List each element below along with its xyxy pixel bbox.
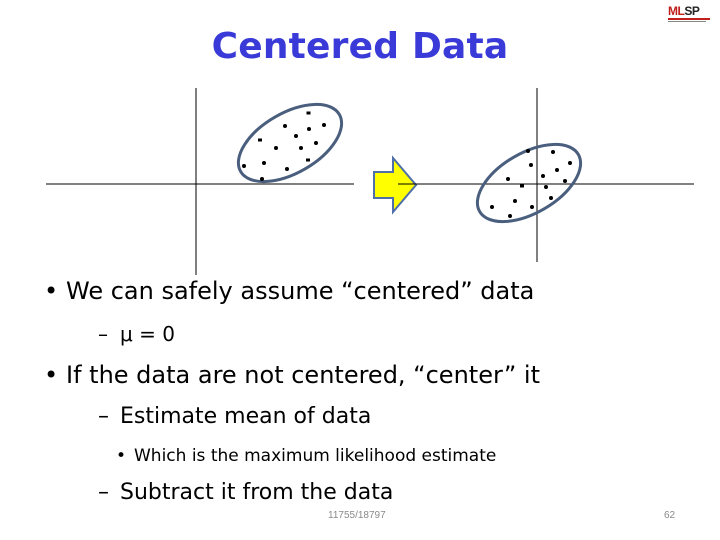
data-point xyxy=(490,205,494,209)
data-point xyxy=(274,146,278,150)
data-point xyxy=(551,150,555,154)
data-point xyxy=(242,164,246,168)
data-point xyxy=(520,184,524,188)
data-point xyxy=(258,138,262,142)
data-point xyxy=(549,196,553,200)
data-point xyxy=(529,163,533,167)
data-point xyxy=(307,127,311,131)
data-point xyxy=(294,134,298,138)
slide-title: Centered Data xyxy=(211,26,509,67)
data-point xyxy=(285,167,289,171)
sub-bullet-subtract-mean: –Subtract it from the data xyxy=(98,480,394,505)
bullet-centered-assumption: •We can safely assume “centered” data xyxy=(44,277,535,305)
data-point xyxy=(568,161,572,165)
right-arrow-icon xyxy=(373,155,418,215)
centering-figure xyxy=(46,88,694,275)
right-axes xyxy=(398,88,694,262)
data-point xyxy=(306,111,311,115)
sub-bullet-mu-zero: –μ = 0 xyxy=(98,322,175,346)
data-point xyxy=(563,179,567,183)
data-point xyxy=(526,149,530,153)
data-point xyxy=(508,214,512,218)
footer-course-number: 11755/18797 xyxy=(328,510,386,521)
data-point xyxy=(555,168,559,172)
data-point xyxy=(506,177,510,181)
left-axes xyxy=(46,88,354,275)
data-point xyxy=(262,161,266,165)
page-number: 62 xyxy=(664,510,676,521)
data-point xyxy=(530,205,534,209)
left-ellipse xyxy=(236,102,344,184)
data-point xyxy=(283,124,287,128)
sub-sub-bullet-mle: •Which is the maximum likelihood estimat… xyxy=(116,446,497,466)
data-point xyxy=(260,177,264,181)
data-point xyxy=(306,158,310,162)
sub-bullet-estimate-mean: –Estimate mean of data xyxy=(98,404,372,429)
data-point xyxy=(299,146,303,150)
data-point xyxy=(544,185,548,189)
data-point xyxy=(513,199,517,203)
data-point xyxy=(314,141,318,145)
bullet-center-it: •If the data are not centered, “center” … xyxy=(44,361,540,389)
right-ellipse xyxy=(475,142,583,224)
data-point xyxy=(322,123,326,127)
right-data-cluster xyxy=(475,142,583,224)
left-data-cluster xyxy=(236,102,344,184)
mlsp-logo: MLSP xyxy=(668,5,710,22)
data-point xyxy=(541,174,545,178)
